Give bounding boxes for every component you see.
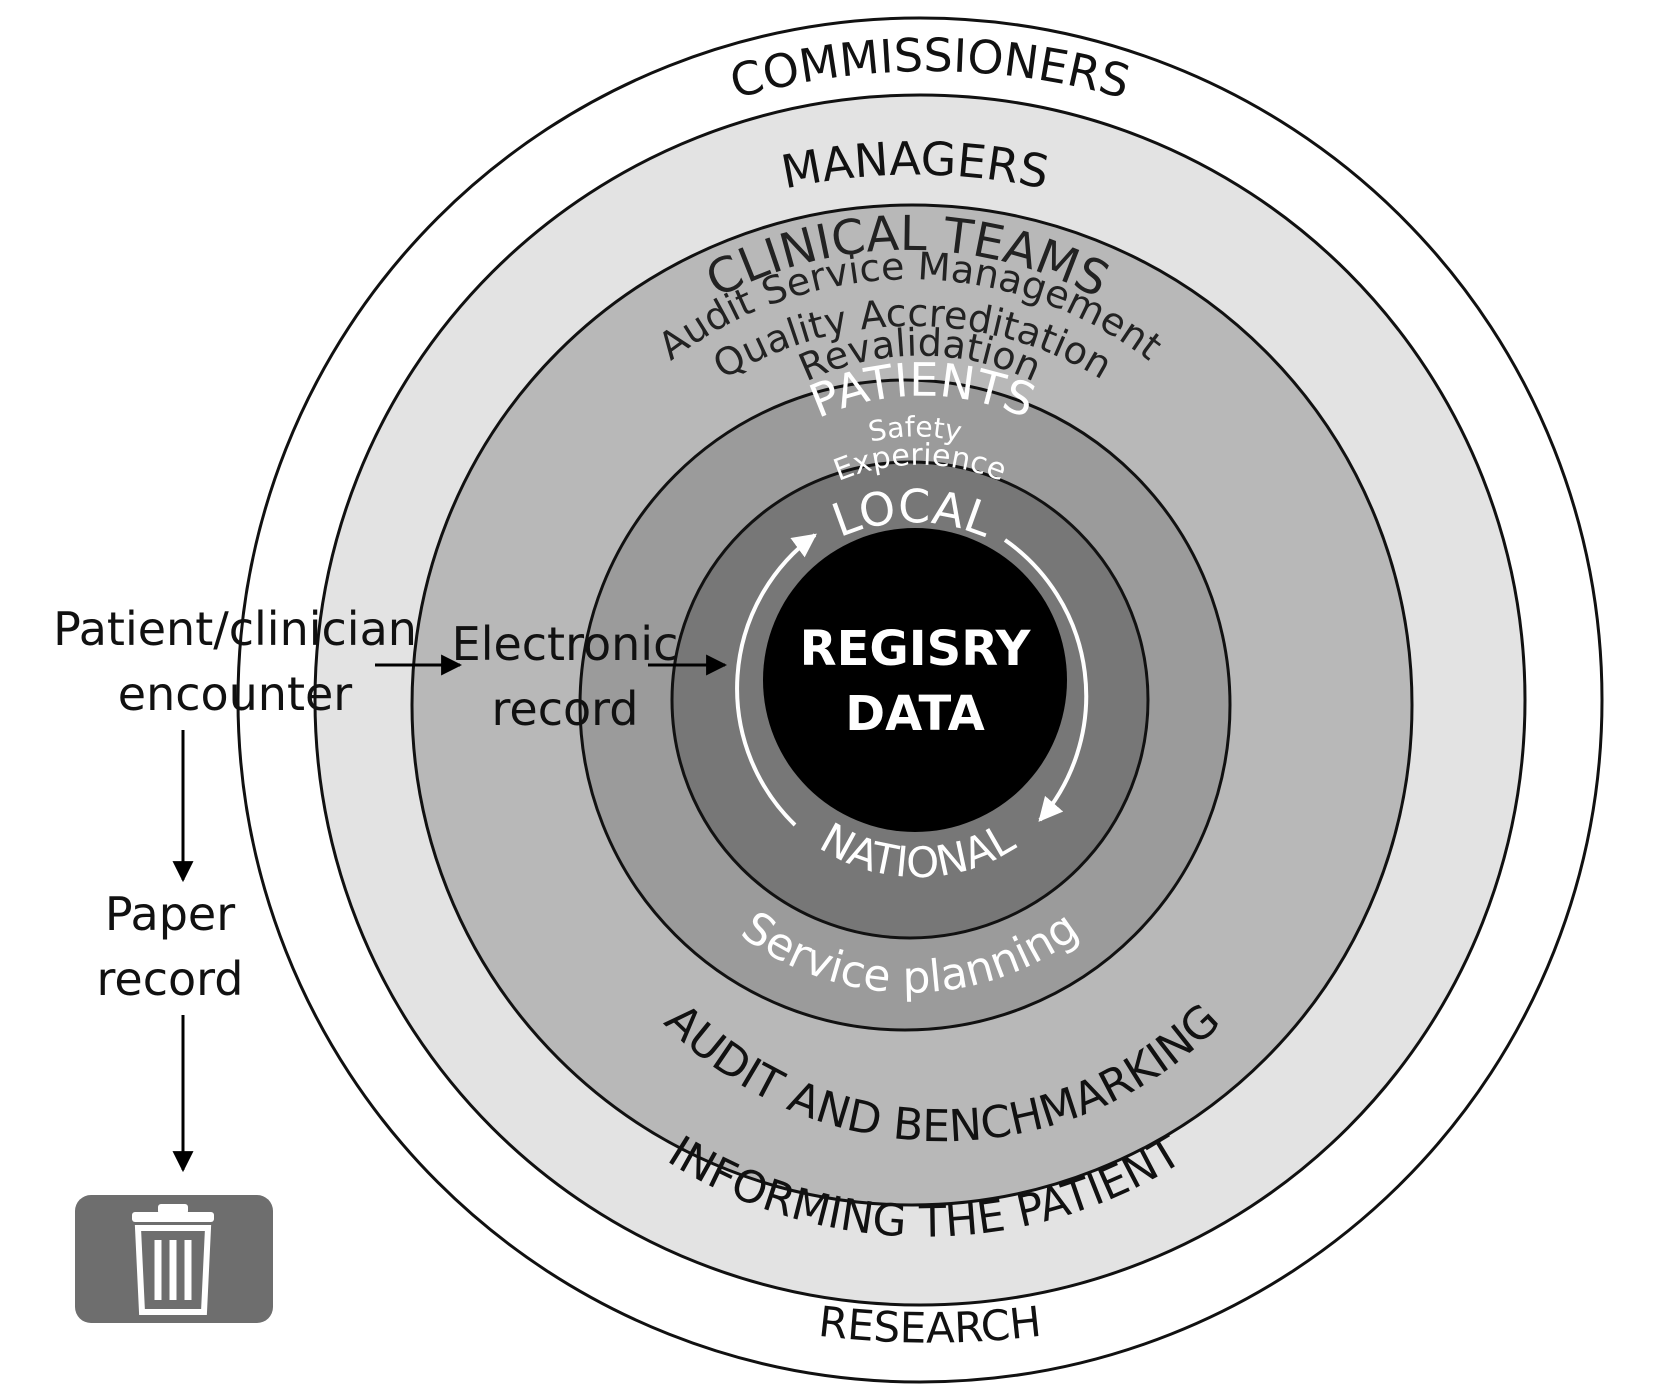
registry-data-core xyxy=(763,528,1067,832)
research-label: RESEARCH xyxy=(816,1297,1043,1353)
paper-line-2: record xyxy=(97,952,244,1006)
encounter-line-1: Patient/clinician xyxy=(53,602,417,656)
encounter-line-2: encounter xyxy=(118,667,353,721)
electronic-line-2: record xyxy=(492,682,639,736)
core-line-2: DATA xyxy=(845,686,984,742)
core-line-1: REGISRY xyxy=(800,621,1032,677)
national-to-local-arrow xyxy=(735,533,817,827)
paper-line-1: Paper xyxy=(105,887,235,941)
electronic-line-1: Electronic xyxy=(452,617,679,671)
local-to-national-arrow xyxy=(1003,538,1089,822)
trash-icon xyxy=(75,1195,273,1323)
